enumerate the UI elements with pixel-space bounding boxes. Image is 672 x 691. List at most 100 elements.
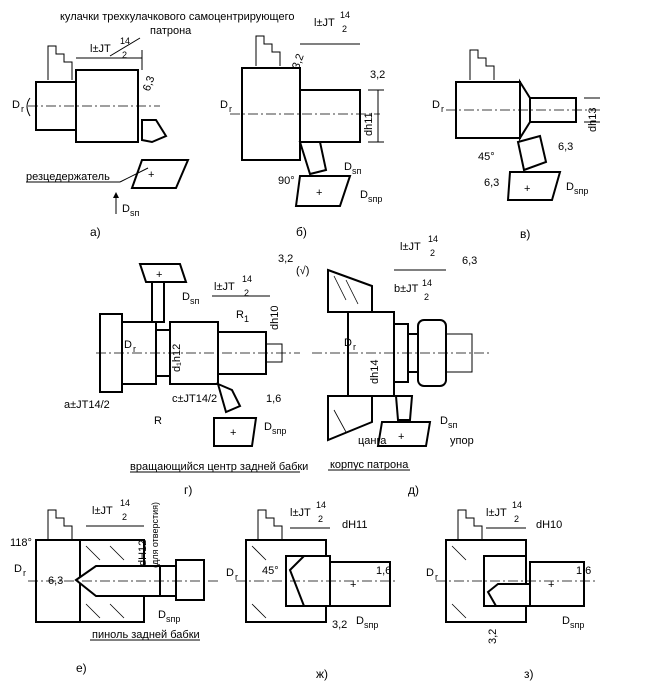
- svg-text:3,2: 3,2: [278, 253, 293, 265]
- holder-label: резцедержатель: [26, 171, 110, 183]
- svg-text:sпр: sпр: [368, 194, 382, 204]
- panel-e: 118° l±JT 14 2 dH12 (для отверстия) 6,3 …: [10, 498, 220, 675]
- svg-text:+: +: [148, 169, 154, 181]
- svg-text:dH11: dH11: [342, 519, 367, 531]
- chuck-housing: [327, 268, 373, 313]
- svg-text:r: r: [353, 342, 356, 352]
- tool-holder: [213, 417, 258, 447]
- svg-text:r: r: [441, 104, 444, 114]
- svg-text:6,3: 6,3: [558, 141, 573, 153]
- svg-text:l±JT: l±JT: [400, 241, 421, 253]
- tool-holder: [138, 263, 188, 283]
- caption-e: е): [76, 661, 87, 675]
- svg-text:dH12: dH12: [137, 540, 149, 566]
- svg-text:sпр: sпр: [272, 426, 286, 436]
- svg-text:D: D: [562, 615, 570, 627]
- svg-text:3,2: 3,2: [332, 619, 347, 631]
- panel-b: + l±JT 14 2 3,2 3,2 dh11 D r 90° D sп D …: [220, 10, 385, 239]
- svg-text:3,2: 3,2: [370, 69, 385, 81]
- svg-text:D: D: [182, 291, 190, 303]
- svg-text:14: 14: [422, 278, 432, 288]
- svg-text:r: r: [435, 572, 438, 582]
- panel-a: + l±JT 14 2 кулачки трехкулачкового само…: [12, 11, 294, 239]
- cutter-icon: [298, 141, 328, 176]
- svg-text:d₁h12: d₁h12: [171, 344, 183, 372]
- svg-text:r: r: [21, 104, 24, 114]
- svg-text:14: 14: [120, 498, 130, 508]
- tool-holder: [294, 175, 352, 207]
- svg-text:+: +: [350, 579, 356, 591]
- svg-text:D: D: [226, 567, 234, 579]
- caption-g: г): [184, 483, 192, 497]
- svg-text:D: D: [122, 203, 130, 215]
- svg-text:118°: 118°: [10, 537, 32, 549]
- svg-text:1,6: 1,6: [266, 393, 281, 405]
- tool-holder: [376, 421, 432, 447]
- svg-text:+: +: [230, 427, 236, 439]
- svg-text:D: D: [264, 421, 272, 433]
- chuck-jaw-icon: [469, 49, 495, 80]
- svg-text:sп: sп: [130, 208, 140, 218]
- svg-text:dh11: dh11: [363, 112, 375, 136]
- panel-d: + l±JT 14 2 b±JT 14 2 6,3 dh14 D r D sп …: [312, 234, 490, 497]
- tool-holder: [130, 159, 190, 189]
- cutter-icon: [141, 119, 168, 144]
- svg-text:14: 14: [340, 10, 350, 20]
- caption-zh: ж): [316, 667, 328, 681]
- svg-text:sпр: sпр: [570, 620, 584, 630]
- svg-text:R: R: [236, 309, 244, 321]
- panel-g: + + 3,2 (√) l±JT 14 2 R 1 dh10 d₁h12 a±J…: [64, 253, 309, 497]
- svg-text:dh14: dh14: [369, 360, 381, 384]
- svg-text:sпр: sпр: [574, 186, 588, 196]
- svg-text:14: 14: [512, 500, 522, 510]
- chuck-jaw-icon: [47, 45, 73, 80]
- svg-text:D: D: [356, 615, 364, 627]
- svg-text:D: D: [344, 337, 352, 349]
- svg-text:sп: sп: [448, 420, 458, 430]
- svg-text:r: r: [133, 344, 136, 354]
- svg-text:6,3: 6,3: [462, 255, 477, 267]
- svg-text:a±JT14/2: a±JT14/2: [64, 399, 110, 411]
- tailstock-label: пиноль задней бабки: [92, 629, 200, 641]
- tool-holder: [329, 561, 391, 607]
- svg-text:D: D: [344, 161, 352, 173]
- svg-text:3,2: 3,2: [290, 52, 307, 70]
- svg-text:l±JT: l±JT: [486, 507, 507, 519]
- svg-text:D: D: [124, 339, 132, 351]
- svg-text:1,6: 1,6: [576, 565, 591, 577]
- svg-text:D: D: [566, 181, 574, 193]
- svg-text:2: 2: [514, 514, 519, 524]
- svg-text:D: D: [426, 567, 434, 579]
- svg-text:(для отверстия): (для отверстия): [150, 502, 160, 568]
- svg-text:sп: sп: [190, 296, 200, 306]
- svg-text:патрона: патрона: [150, 25, 192, 37]
- boring-cutter: [486, 583, 531, 607]
- svg-text:dh13: dh13: [587, 108, 599, 132]
- svg-text:D: D: [440, 415, 448, 427]
- svg-text:14: 14: [316, 500, 326, 510]
- svg-text:+: +: [156, 269, 162, 281]
- panel-zh: + l±JT 14 2 dH11 45° 1,6 3,2 D r D sпр ж…: [226, 500, 396, 681]
- svg-text:l±JT: l±JT: [314, 17, 335, 29]
- svg-text:2: 2: [318, 514, 323, 524]
- svg-text:D: D: [220, 99, 228, 111]
- svg-text:6,3: 6,3: [141, 74, 158, 92]
- svg-text:2: 2: [430, 248, 435, 258]
- svg-text:(√): (√): [296, 265, 309, 277]
- svg-text:6,3: 6,3: [484, 177, 499, 189]
- jaws-note: кулачки трехкулачкового самоцентрирующег…: [60, 11, 294, 23]
- svg-text:6,3: 6,3: [48, 575, 63, 587]
- parting-cutter: [394, 395, 414, 421]
- turned-step: [299, 89, 361, 143]
- svg-text:l±JT: l±JT: [92, 505, 113, 517]
- svg-text:3,2: 3,2: [487, 629, 499, 644]
- caption-d: д): [408, 483, 419, 497]
- svg-text:14: 14: [242, 274, 252, 284]
- panel-z: + l±JT 14 2 dH10 1,6 3,2 D r D sпр з): [426, 500, 596, 681]
- svg-text:D: D: [12, 99, 20, 111]
- svg-text:dH10: dH10: [536, 519, 562, 531]
- svg-text:sпр: sпр: [166, 614, 180, 624]
- svg-text:1,6: 1,6: [376, 565, 391, 577]
- caption-z: з): [524, 667, 534, 681]
